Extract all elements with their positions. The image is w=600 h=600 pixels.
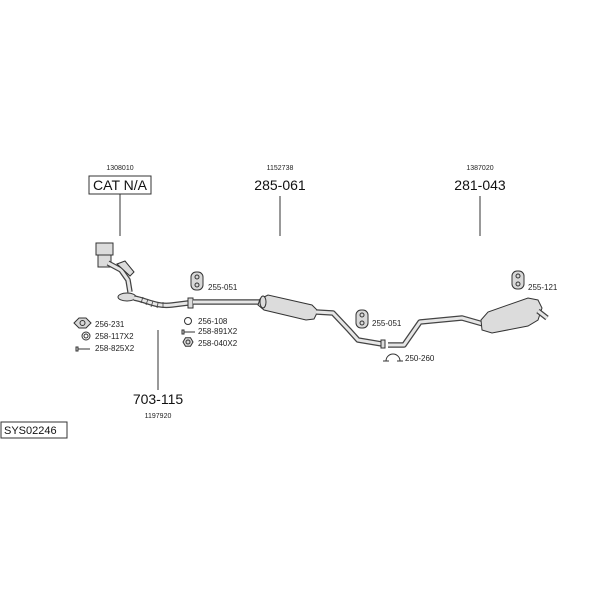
pipe-body [388,316,484,347]
fitting-ring-left: 258-117X2 [81,331,134,341]
mid-pipe [315,309,386,349]
fitting-bolt-left: 258-825X2 [75,344,135,353]
pipe-end-collar [380,339,386,349]
callout-ref: 1152738 [267,165,294,172]
fitting-label: 255-121 [528,283,558,292]
pipe-flange [117,292,137,302]
fitting-label: 258-891X2 [198,327,238,336]
nut-icon [182,337,194,347]
mounting-bracket [116,260,135,277]
fitting-hanger-rear: 255-121 [511,270,558,292]
fitting-nut: 258-040X2 [182,337,238,348]
fitting-label: 250-260 [405,354,435,363]
rubber-hanger-icon [190,271,204,291]
callout-front-muffler: 1152738 285-061 [254,165,306,236]
fitting-gasket: 256-231 [73,317,125,329]
callout-rear-muffler: 1387020 281-043 [454,165,506,236]
system-code: SYS02246 [4,425,57,437]
catalyst-assembly [95,242,135,293]
fitting-hanger-mid: 255-051 [355,309,402,329]
system-code-badge: SYS02246 [0,421,68,439]
fitting-label: 256-108 [198,317,228,326]
callout-part-number: 285-061 [254,177,306,193]
fitting-ring-center: 256-108 [184,317,228,326]
u-clamp-icon [383,353,403,362]
manifold-flange [95,242,114,256]
pipe-body [107,261,132,293]
system-code-box [0,421,68,439]
bolt-icon [75,346,90,352]
rear-muffler [480,297,549,334]
fitting-label: 258-040X2 [198,339,238,348]
fitting-bolt-center: 258-891X2 [181,327,238,336]
callout-front-pipe: 703-115 1197920 [133,330,184,420]
rubber-hanger-icon [355,309,369,329]
pipe-body [315,310,383,346]
fitting-label: 255-051 [208,283,238,292]
gasket-icon [73,317,92,329]
callout-part-number: 281-043 [454,177,506,193]
front-pipe [117,292,194,309]
fitting-label: 255-051 [372,319,402,328]
front-muffler [257,294,319,321]
fitting-label: 256-231 [95,320,125,329]
muffler-end-cap [259,295,267,309]
callout-ref: 1387020 [466,165,493,172]
muffler-body [480,297,543,334]
pipe-body [133,296,189,307]
fitting-label: 258-825X2 [95,344,135,353]
pipe-flange [187,297,194,309]
ring-icon [184,317,192,325]
callout-part-number: CAT N/A [93,177,148,193]
callout-ref: 1308010 [106,165,133,172]
bolt-icon [181,329,195,335]
tailpipe-body [537,309,548,320]
rear-pipe [388,315,484,348]
callout-catalyst: 1308010 CAT N/A [88,165,152,236]
ring-icon [81,331,91,341]
flex-section-ribs [140,296,164,309]
muffler-body [257,294,319,321]
pipe-outline [388,315,484,348]
rubber-hanger-icon [511,270,525,290]
fitting-label: 258-117X2 [95,332,134,341]
fitting-clamp: 250-260 [383,353,435,363]
fitting-hanger-front: 255-051 [190,271,238,292]
callout-part-number: 703-115 [133,391,184,407]
callout-ref: 1197920 [145,413,172,420]
